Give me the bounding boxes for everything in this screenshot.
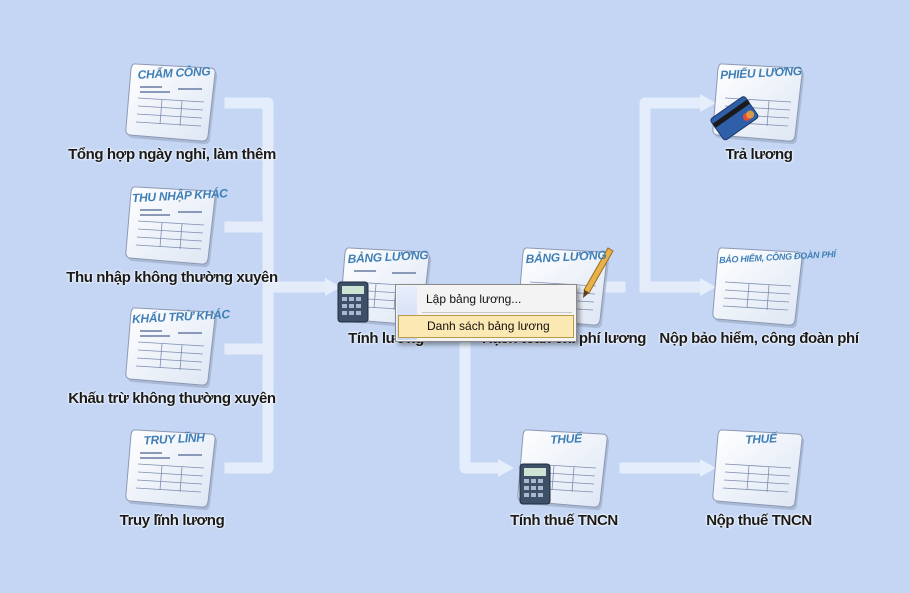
node-label: Tổng hợp ngày nghỉ, làm thêm	[68, 146, 276, 163]
calculator-icon	[337, 281, 369, 323]
node-tra-luong[interactable]: PHIẾU LƯƠNG Trả lương	[649, 60, 869, 163]
menu-item-danh-sach-bang-luong[interactable]: Danh sách bảng lương	[398, 315, 574, 338]
document-icon: THUẾ	[514, 426, 614, 510]
node-bao-hiem[interactable]: BẢO HIỂM, CÔNG ĐOÀN PHÍ Nộp bảo hiểm, cô…	[649, 244, 869, 347]
node-cham-cong[interactable]: CHẤM CÔNG Tổng hợp ngày nghỉ, làm thêm	[62, 60, 282, 163]
pencil-icon	[583, 247, 614, 298]
document-icon: THUẾ	[709, 426, 809, 510]
calculator-icon	[519, 463, 551, 505]
document-icon: PHIẾU LƯƠNG	[709, 60, 809, 144]
node-label: Nộp bảo hiểm, công đoàn phí	[659, 330, 859, 347]
menu-item-lap-bang-luong[interactable]: Lập bảng lương...	[426, 292, 522, 306]
node-nop-thue[interactable]: THUẾ Nộp thuế TNCN	[649, 426, 869, 529]
node-truy-linh[interactable]: TRUY LĨNH Truy lĩnh lương	[62, 426, 282, 529]
node-label: Trả lương	[725, 146, 793, 163]
menu-separator	[422, 312, 572, 313]
node-label: Truy lĩnh lương	[119, 512, 225, 529]
document-icon: BẢO HIỂM, CÔNG ĐOÀN PHÍ	[709, 244, 836, 328]
credit-card-icon	[710, 96, 759, 141]
document-icon: THU NHẬP KHÁC	[122, 183, 228, 267]
document-icon: KHẤU TRỪ KHÁC	[122, 304, 230, 388]
node-label: Nộp thuế TNCN	[706, 512, 812, 529]
node-label: Tính thuế TNCN	[510, 512, 618, 529]
node-thu-nhap-khac[interactable]: THU NHẬP KHÁC Thu nhập không thường xuyê…	[62, 183, 282, 286]
node-khau-tru-khac[interactable]: KHẤU TRỪ KHÁC Khấu trừ không thường xuyê…	[62, 304, 282, 407]
document-icon: TRUY LĨNH	[122, 426, 222, 510]
node-label: Thu nhập không thường xuyên	[66, 269, 278, 286]
node-tinh-thue[interactable]: THUẾ Tính thuế TNCN	[454, 426, 674, 529]
node-label: Khấu trừ không thường xuyên	[68, 390, 276, 407]
document-icon: CHẤM CÔNG	[122, 60, 222, 144]
context-menu: Lập bảng lương... Danh sách bảng lương	[395, 284, 577, 342]
